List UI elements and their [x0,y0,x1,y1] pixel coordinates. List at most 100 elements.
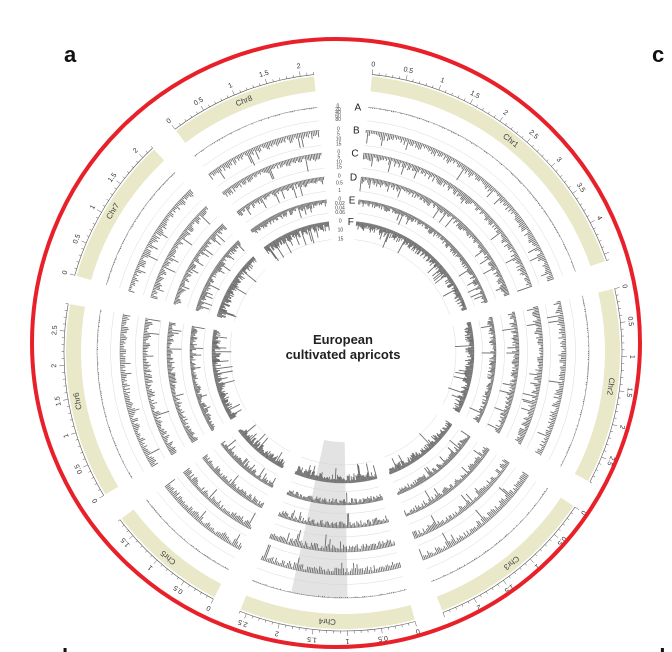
chromosome-tick-label: 1 [227,82,233,90]
track-scale-label-b: 5 [337,131,340,137]
chromosome-tick-label: 2.5 [527,129,539,141]
chromosome-tick [99,495,104,499]
track-scale-label-d: 0 [338,173,341,179]
chromosome-tick [277,623,280,629]
track-bars-f [355,221,467,311]
chromosome-tick [139,153,144,158]
track-letter-e: E [349,195,356,206]
track-bars-b [164,478,242,550]
track-inner-axis-f [274,239,332,262]
chromosome-tick [75,439,79,441]
track-inner-axis-c [362,168,518,292]
chromosome-tick [252,85,254,88]
track-bars-e [469,316,497,423]
chromosome-band-chr6 [66,304,119,495]
panel-label-c: c [652,42,664,67]
chromosome-tick-label: 2.5 [605,455,615,467]
chromosome-tick [558,528,561,531]
track-bars-c [142,318,177,456]
chromosome-tick [497,584,500,587]
chromosome-tick [526,138,531,143]
chromosome-tick [451,92,453,96]
chromosome-tick-label: 4 [595,215,603,222]
chromosome-tick [574,506,580,511]
chromosome-tick [94,483,98,485]
chromosome-tick [122,176,125,179]
track-bars-f [238,424,285,469]
chromosome-tick [445,90,447,93]
track-inner-axis-d [400,441,478,504]
chromosome-tick [412,79,414,82]
chromosome-tick-label: 1 [63,433,71,439]
highlight-region [291,439,348,598]
track-axis-b [119,313,152,467]
chromosome-tick [188,585,190,588]
chromosome-tick [285,625,287,628]
chromosome-tick [83,464,89,468]
chromosome-tick [536,149,539,152]
chromosome-label-chr2: Chr2 [605,377,616,396]
track-scale-label-f: 10 [338,227,344,233]
chromosome-tick-label: 1 [147,563,155,571]
track-bars-c [183,467,256,530]
track-axis-a [560,296,590,467]
chromosome-tick [601,246,605,248]
chromosome-tick [516,131,519,134]
chromosome-band-chr2 [574,289,620,482]
chromosome-label-chr6: Chr6 [72,391,84,410]
chromosome-tick [457,95,460,98]
chromosome-tick [488,111,490,114]
track-axis-b [540,301,567,457]
chromosome-tick [381,628,383,634]
chromosome-tick [493,115,496,118]
chromosome-tick [208,104,210,108]
track-inner-axis-c [158,320,185,448]
track-scales: A020406080B051015C051015D00.51E00.020.04… [335,102,361,242]
center-title-line2: cultivated apricots [286,347,401,362]
chromosome-tick [521,135,524,138]
chromosome-tick [76,261,79,263]
track-inner-axis-e [203,327,224,424]
chromosome-tick-label: 2 [618,424,626,430]
track-bars-a [194,107,316,157]
track-inner-axis-e [291,481,380,492]
chromosome-tick [606,259,610,261]
track-bars-b [418,471,529,561]
chromosome-tick [205,595,208,599]
chromosome-tick [606,443,609,446]
track-inner-axis-f [252,419,291,453]
chromosome-tick [619,390,625,392]
track-scale-label-c: 10 [336,160,342,166]
track-scale-label-d: 1 [338,188,341,194]
chromosome-tick [232,90,235,96]
chromosome-label-chr4: Chr4 [318,616,336,626]
chromosome-tick [106,198,109,201]
chromosome-tick [171,573,174,576]
track-scale-label-c: 15 [336,165,342,171]
track-bars-d [236,177,325,217]
track-letter-d: D [350,172,357,183]
track-inner-axis-d [213,448,269,496]
chromosome-tick [438,85,441,91]
track-bars-d [403,446,490,517]
track-bars-c [269,529,396,553]
track-bars-b [365,130,554,282]
chromosome-tick [544,544,547,547]
track-bars-a [106,173,175,285]
center-title-line1: European [313,332,373,347]
track-axis-c [142,317,172,455]
chromosome-tick [589,481,593,484]
chromosome-tick [86,235,90,237]
track-bars-d [202,454,265,509]
chromosome-tick-label: 2 [502,109,509,117]
chromosome-tick [246,87,248,91]
track-scale-label-a: 20 [335,107,341,113]
track-scale-label-c: 5 [338,154,341,160]
chromosome-tick [181,581,185,586]
track-bars-f [263,221,330,262]
track-bars-f [294,463,378,484]
chromosome-tick [467,601,470,604]
chromosome-tick [399,76,401,79]
track-inner-axis-e [357,213,475,307]
chromosome-axis-chr4 [239,610,416,632]
